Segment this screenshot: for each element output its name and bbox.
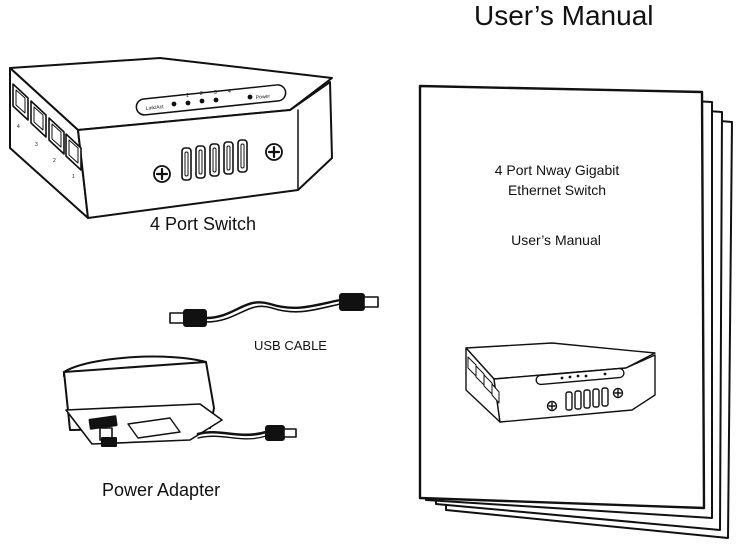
usb-cable-illustration	[169, 293, 379, 327]
switch-caption: 4 Port Switch	[150, 214, 257, 234]
manual-cover-switch-illustration	[465, 342, 656, 423]
switch-port-num-2: 2	[53, 158, 56, 164]
power-adapter-caption: Power Adapter	[102, 480, 221, 500]
switch-led-num-4: 4	[228, 89, 231, 95]
switch-port-num-3: 3	[35, 142, 38, 148]
manual-product-line-1: 4 Port Nway Gigabit	[494, 162, 620, 178]
switch-led-label-link: Link/Act	[146, 104, 165, 112]
switch-led-num-2: 2	[200, 91, 203, 97]
switch-port-num-1: 1	[72, 174, 75, 180]
switch-ports	[12, 83, 82, 171]
switch-vents	[181, 139, 248, 181]
switch-led-num-3: 3	[214, 90, 217, 96]
manual-product-line-2: Ethernet Switch	[507, 182, 607, 198]
switch-port-num-4: 4	[17, 124, 20, 130]
switch-screws	[153, 143, 283, 183]
usb-cable-caption: USB CABLE	[254, 338, 327, 353]
switch-illustration	[9, 57, 333, 219]
power-adapter-illustration	[63, 355, 297, 447]
manual-heading: User’s Manual	[474, 0, 654, 31]
switch-led-label-power: Power	[256, 94, 271, 101]
manual-cover-subtitle: User’s Manual	[511, 232, 601, 248]
users-manual-illustration	[418, 84, 733, 539]
switch-led-num-1: 1	[186, 93, 189, 99]
switch-leds	[171, 94, 253, 107]
